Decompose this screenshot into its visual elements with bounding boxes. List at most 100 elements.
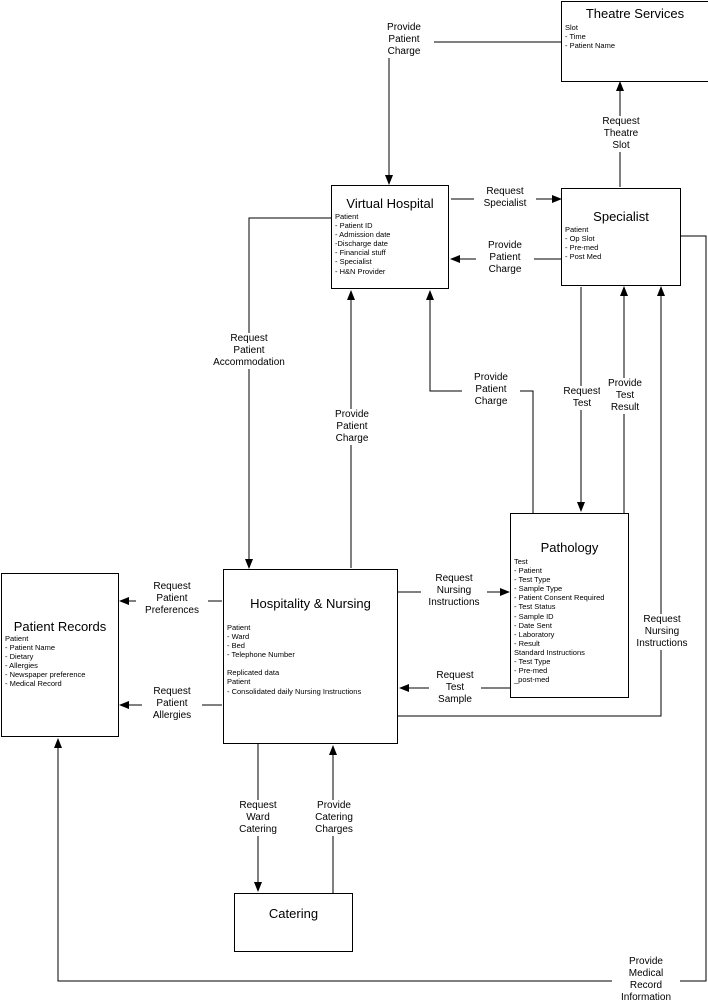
attr-line: -Discharge date [335, 239, 388, 249]
label-line: Provide [317, 800, 351, 811]
label-line: Charge [474, 396, 508, 407]
flow-label-pa-to-vh-charge: Provide Patient Charge [462, 372, 520, 408]
label-line: Nursing [436, 585, 472, 596]
label-line: Result [610, 402, 640, 413]
label-line: Accommodation [213, 357, 285, 368]
attr-line: - Specialist [335, 257, 372, 267]
label-line: Request [435, 573, 473, 584]
label-line: Request [230, 333, 268, 344]
label-line: Provide [335, 409, 369, 420]
attr-line: - Patient ID [335, 221, 373, 231]
flow-label-hn-to-sp-nursing: Request Nursing Instructions [630, 614, 694, 650]
attr-line: - Post Med [565, 252, 602, 262]
attr-line: Standard Instructions [514, 647, 585, 657]
label-line: Test [572, 398, 592, 409]
attr-line: - Laboratory [514, 629, 555, 639]
attr-line: - Pre-med [514, 666, 548, 676]
flow-label-vh-to-sp-request: Request Specialist [474, 186, 536, 210]
flow-label-ca-to-hn-charges: Provide Catering Charges [305, 800, 363, 836]
attr-line: - Financial stuff [335, 248, 386, 258]
pathology-box: Pathology Test - Patient - Test Type - S… [510, 513, 629, 698]
label-line: Medical [628, 968, 664, 979]
attr-line: - Patient [514, 566, 542, 576]
theatre-services-attrs: Slot - Time - Patient Name [565, 23, 615, 50]
flow-line-vh-to-hn-accommodation [245, 217, 332, 569]
label-line: Patient [388, 34, 420, 45]
hospitality-nursing-attrs: Patient - Ward - Bed - Telephone Number … [227, 623, 361, 696]
virtual-hospital-title: Virtual Hospital [346, 196, 434, 211]
attr-line: - Bed [227, 641, 245, 651]
label-line: Patient [156, 698, 188, 709]
label-line: Sample [438, 694, 472, 705]
attr-line: Patient [227, 623, 251, 632]
attr-line: - Newspaper preference [5, 670, 86, 680]
flow-label-hn-to-pa-nursing: Request Nursing Instructions [421, 573, 487, 609]
attr-line: Replicated data [227, 668, 280, 678]
patient-records-title: Patient Records [13, 619, 107, 634]
hospitality-nursing-box: Hospitality & Nursing Patient - Ward - B… [223, 569, 398, 744]
label-line: Provide [474, 372, 508, 383]
attr-line: - Op Slot [565, 234, 595, 244]
label-line: Patient [233, 345, 265, 356]
flow-label-hn-to-pr-preferences: Request Patient Preferences [136, 581, 208, 617]
label-line: Test [445, 682, 465, 693]
label-line: Preferences [145, 605, 199, 616]
flow-line-sp-to-pr-medical [54, 235, 707, 982]
attr-line: - Admission date [335, 230, 391, 240]
specialist-title: Specialist [593, 209, 649, 224]
attr-line: - Sample ID [514, 611, 554, 621]
attr-line: - Test Type [514, 657, 551, 667]
attr-line: - Result [514, 638, 540, 648]
attr-line: - Ward [227, 632, 250, 642]
attr-line: - Test Type [514, 575, 551, 585]
label-line: Catering [239, 824, 277, 835]
label-line: Ward [246, 812, 270, 823]
label-line: Record [629, 980, 663, 991]
catering-box: Catering [234, 893, 353, 952]
flow-label-sp-to-vh-charge: Provide Patient Charge [476, 240, 534, 276]
flow-label-pa-to-hn-sample: Request Test Sample [429, 670, 481, 706]
attr-line: Patient [227, 677, 251, 687]
label-line: Charge [488, 264, 522, 275]
pathology-attrs: Test - Patient - Test Type - Sample Type… [514, 557, 604, 684]
label-line: Instructions [428, 597, 480, 608]
label-line: Request [486, 186, 524, 197]
attr-line: - Telephone Number [227, 650, 295, 660]
theatre-services-title: Theatre Services [585, 6, 685, 21]
label-line: Charge [387, 46, 421, 57]
label-line: Provide [488, 240, 522, 251]
attr-line: Patient [565, 225, 589, 234]
label-line: Charges [315, 824, 353, 835]
label-line: Patient [156, 593, 188, 604]
flow-label-sp-to-pa-test: Request Test [557, 386, 607, 410]
attr-line: - Test Status [514, 602, 556, 612]
attr-line: Test [514, 557, 528, 566]
catering-title: Catering [268, 906, 319, 921]
label-line: Theatre [603, 128, 639, 139]
attr-line: Slot [565, 23, 578, 32]
specialist-box: Specialist Patient - Op Slot - Pre-med -… [561, 188, 681, 286]
flow-label-sp-to-ts-slot: Request Theatre Slot [592, 116, 650, 152]
label-line: Charge [335, 433, 369, 444]
label-line: Request [563, 386, 601, 397]
flow-label-sp-to-pr-medical: Provide Medical Record Information [612, 956, 680, 1004]
label-line: Allergies [152, 710, 192, 721]
virtual-hospital-box: Virtual Hospital Patient - Patient ID - … [331, 185, 449, 289]
attr-line: - Date Sent [514, 620, 552, 630]
flow-label-pa-to-sp-result: Provide Test Result [600, 378, 650, 414]
attr-line: - H&N Provider [335, 266, 386, 276]
label-line: Specialist [483, 198, 527, 209]
pathology-title: Pathology [540, 540, 599, 555]
label-line: Test [615, 390, 635, 401]
flow-line-ts-to-vh-charge [385, 41, 562, 185]
label-line: Request [239, 800, 277, 811]
label-line: Patient [489, 252, 521, 263]
attr-line: - Patient Name [5, 643, 56, 653]
label-line: Provide [608, 378, 642, 389]
label-line: Request [153, 581, 191, 592]
virtual-hospital-attrs: Patient - Patient ID - Admission date -D… [335, 212, 390, 276]
label-line: Request [436, 670, 474, 681]
label-line: Request [643, 614, 681, 625]
attr-line: - Pre-med [565, 243, 599, 253]
attr-line: - Patient Name [565, 41, 616, 51]
